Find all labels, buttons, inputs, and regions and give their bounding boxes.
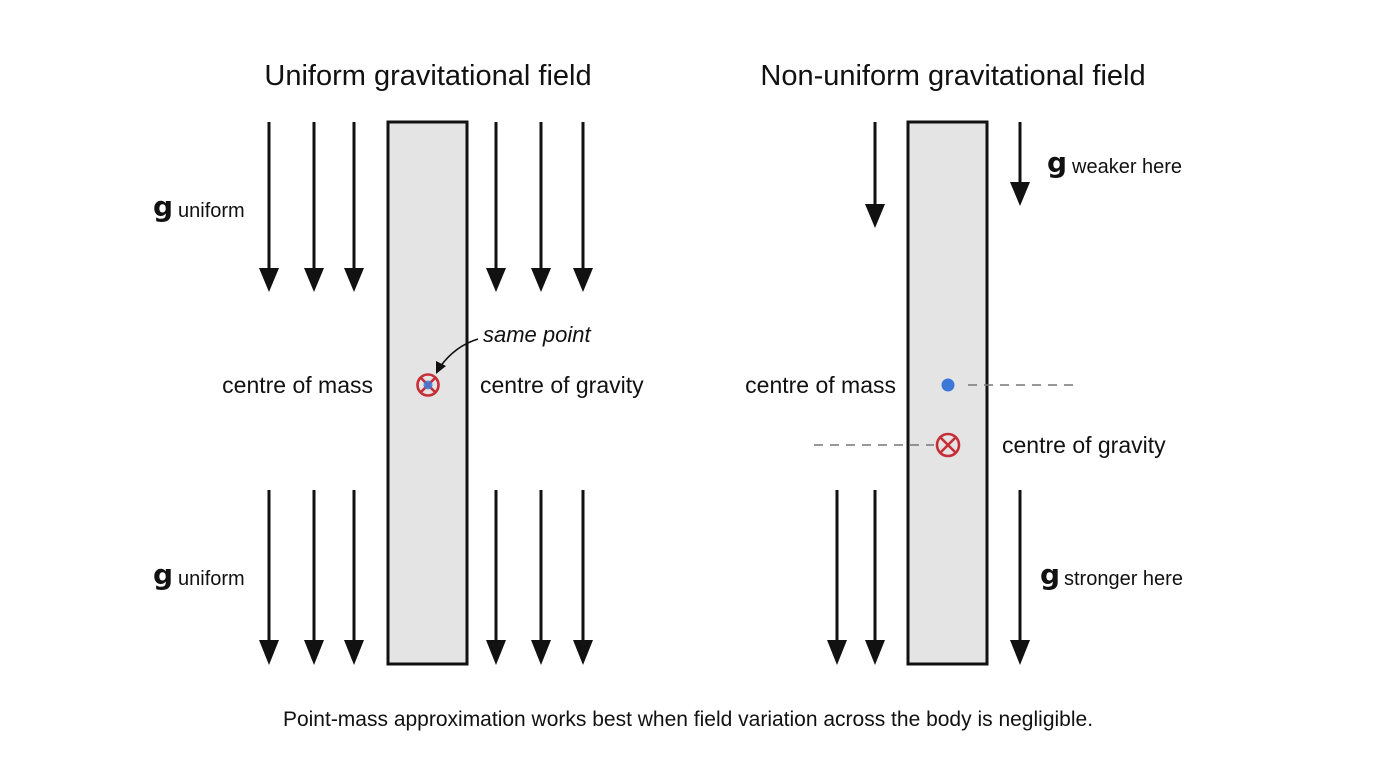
pointer-arrow-icon <box>436 338 479 374</box>
non-uniform-panel-title: Non-uniform gravitational field <box>760 60 1145 92</box>
non-uniform-field-panel: Non-uniform gravitational field <box>745 60 1183 666</box>
uniform-centre-of-gravity-label: centre of gravity <box>480 372 644 398</box>
down-arrow-icon <box>573 122 593 292</box>
g-description: uniform <box>178 568 245 590</box>
down-arrow-icon <box>486 490 506 665</box>
uniform-field-panel: Uniform gravitational field <box>153 60 644 666</box>
uniform-top-arrows <box>259 122 593 292</box>
centre-of-mass-dot-icon <box>941 378 955 392</box>
non-uniform-top-arrows <box>865 122 1030 228</box>
g-symbol: g <box>153 558 173 591</box>
non-uniform-centre-of-mass-label: centre of mass <box>745 372 896 398</box>
non-uniform-g-label-bottom: g stronger here <box>1040 558 1183 591</box>
g-description: uniform <box>178 200 245 222</box>
g-symbol: g <box>1040 558 1060 591</box>
down-arrow-icon <box>827 490 847 665</box>
uniform-rod <box>386 120 469 666</box>
non-uniform-centre-of-gravity-label: centre of gravity <box>1002 432 1166 458</box>
uniform-panel-title: Uniform gravitational field <box>264 60 591 92</box>
down-arrow-icon <box>304 122 324 292</box>
down-arrow-icon <box>573 490 593 665</box>
down-arrow-icon <box>1010 122 1030 206</box>
down-arrow-icon <box>259 490 279 665</box>
down-arrow-icon <box>865 122 885 228</box>
down-arrow-icon <box>486 122 506 292</box>
non-uniform-rod <box>906 120 989 666</box>
down-arrow-icon <box>344 122 364 292</box>
down-arrow-icon <box>865 490 885 665</box>
non-uniform-g-label-top: g weaker here <box>1047 146 1182 179</box>
uniform-bottom-arrows <box>259 490 593 665</box>
down-arrow-icon <box>531 122 551 292</box>
g-description: weaker here <box>1071 156 1182 178</box>
uniform-g-label-bottom: g uniform <box>153 558 245 591</box>
same-point-label: same point <box>483 322 592 347</box>
g-description: stronger here <box>1064 568 1183 590</box>
caption: Point-mass approximation works best when… <box>283 708 1093 731</box>
g-symbol: g <box>1047 146 1067 179</box>
uniform-g-label-top: g uniform <box>153 190 245 223</box>
down-arrow-icon <box>304 490 324 665</box>
non-uniform-bottom-arrows <box>827 490 1030 665</box>
down-arrow-icon <box>531 490 551 665</box>
uniform-centre-of-mass-label: centre of mass <box>222 372 373 398</box>
coincident-centre-marker-icon <box>416 373 440 397</box>
g-symbol: g <box>153 190 173 223</box>
down-arrow-icon <box>259 122 279 292</box>
down-arrow-icon <box>1010 490 1030 665</box>
down-arrow-icon <box>344 490 364 665</box>
centre-of-gravity-marker-icon <box>935 432 961 458</box>
